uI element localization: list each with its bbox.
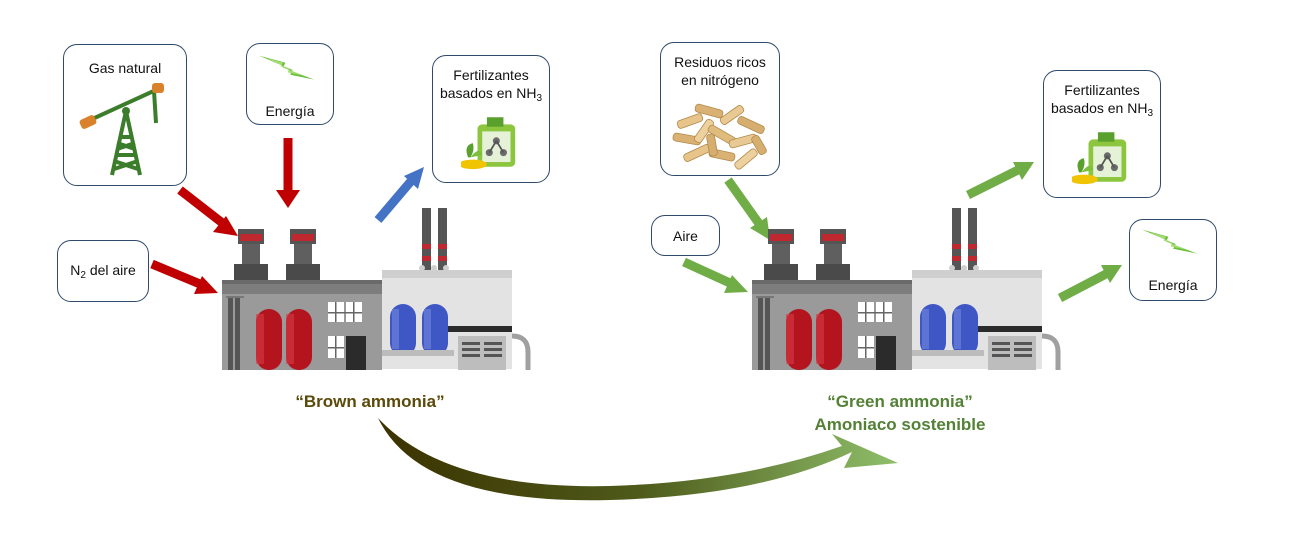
fertilizer-green-label-line2: basados en NH3 <box>1044 99 1160 119</box>
fertilizer-green-label-line1: Fertilizantes <box>1064 82 1140 98</box>
factory-brown <box>222 208 528 370</box>
fertilizer-output-box-green: Fertilizantes basados en NH3 <box>1043 70 1161 198</box>
arrow-plant-to-fertilizer <box>374 167 424 223</box>
n2-air-label: N2 del aire <box>58 261 148 281</box>
fertilizer-green-label-text: basados en NH <box>1050 100 1148 116</box>
n2-air-box: N2 del aire <box>57 240 149 302</box>
arrow-air-to-plant <box>682 257 748 293</box>
transition-arrow <box>378 418 898 501</box>
lightning-bolt-icon <box>1142 229 1198 254</box>
gas-natural-label: Gas natural <box>88 60 162 76</box>
green-ammonia-caption: “Green ammonia” <box>827 392 973 411</box>
fertilizer-jug-icon <box>1072 131 1128 185</box>
n2-air-text: del aire <box>85 262 136 278</box>
gas-pump-icon <box>79 83 164 176</box>
brown-ammonia-caption: “Brown ammonia” <box>295 392 445 411</box>
arrow-waste-to-plant <box>724 177 770 240</box>
fertilizer-label-subscript: 3 <box>536 93 543 104</box>
arrow-energy-to-plant <box>276 138 300 208</box>
lightning-bolt-icon <box>259 55 315 80</box>
fertilizer-jug-icon <box>461 116 517 170</box>
air-label: Aire <box>673 228 698 244</box>
sustainable-ammonia-caption: Amoniaco sostenible <box>814 415 986 434</box>
arrow-gas-to-plant <box>177 186 238 236</box>
fertilizer-green-label-subscript: 3 <box>1147 108 1154 119</box>
arrow-plant-to-fertilizer-green <box>965 162 1034 200</box>
pellets-icon <box>672 103 767 170</box>
fertilizer-label-line2: basados en NH3 <box>433 84 549 104</box>
energy-input-box: Energía <box>246 43 334 125</box>
arrow-n2-to-plant <box>150 259 218 294</box>
nitrogen-waste-box: Residuos ricos en nitrógeno <box>660 42 780 176</box>
factory-green <box>752 208 1058 370</box>
energy-output-label: Energía <box>1148 277 1198 293</box>
n2-symbol: N <box>70 262 81 278</box>
energy-input-label: Energía <box>265 103 315 119</box>
fertilizer-label-text: basados en NH <box>439 85 537 101</box>
fertilizer-label-line1: Fertilizantes <box>453 67 529 83</box>
gas-natural-box: Gas natural <box>63 44 187 186</box>
energy-output-box: Energía <box>1129 219 1217 301</box>
n2-subscript: 2 <box>80 270 86 281</box>
air-input-box: Aire <box>651 215 720 256</box>
arrow-plant-to-energy <box>1057 265 1122 302</box>
waste-label-line2: en nitrógeno <box>681 72 759 88</box>
waste-label-line1: Residuos ricos <box>674 54 766 70</box>
fertilizer-output-box: Fertilizantes basados en NH3 <box>432 55 550 183</box>
